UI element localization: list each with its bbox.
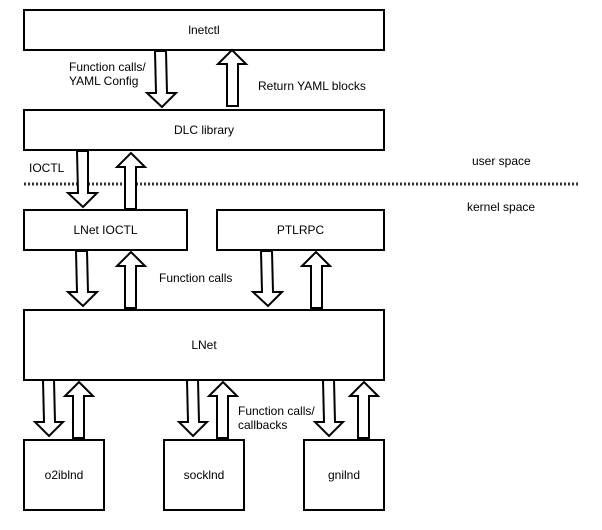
arrow-up-lnet-ioctl-to-dlc: [114, 151, 148, 210]
region-label-user-space: user space: [472, 154, 531, 168]
arrow-up-o2iblnd-to-lnet: [62, 380, 96, 439]
node-label: LNet: [191, 338, 217, 352]
node-dlc-library: DLC library: [23, 109, 385, 151]
node-o2iblnd: o2iblnd: [23, 439, 105, 511]
arrow-down-lnet-to-socklnd: [176, 379, 210, 438]
edge-label-function-calls-yaml-line2: YAML Config: [69, 74, 138, 88]
edge-label-function-calls-yaml-line1: Function calls/: [69, 60, 146, 74]
arrow-up-lnet-to-lnet-ioctl: [114, 250, 148, 309]
arrow-down-dlc-to-lnet-ioctl: [65, 150, 100, 209]
node-lnet-ioctl: LNet IOCTL: [23, 209, 188, 251]
node-ptlrpc: PTLRPC: [216, 209, 385, 251]
edge-label-ioctl: IOCTL: [29, 161, 65, 175]
node-lnetctl: lnetctl: [23, 9, 385, 51]
arrow-down-lnetctl-to-dlc: [144, 50, 179, 109]
node-socklnd: socklnd: [163, 439, 245, 511]
arrow-down-lnet-ioctl-to-lnet: [65, 250, 100, 308]
node-label: LNet IOCTL: [73, 223, 137, 237]
node-label: DLC library: [174, 123, 234, 137]
node-label: socklnd: [184, 468, 225, 482]
edge-label-function-calls-callbacks-line2: callbacks: [238, 418, 287, 432]
arrow-up-dlc-to-lnetctl: [215, 48, 249, 107]
arrow-down-lnet-to-o2iblnd: [32, 379, 66, 438]
node-gnilnd: gnilnd: [303, 439, 385, 511]
node-label: gnilnd: [328, 468, 360, 482]
node-label: lnetctl: [188, 23, 219, 37]
node-label: PTLRPC: [277, 223, 325, 237]
region-label-kernel-space: kernel space: [467, 200, 535, 214]
arrow-up-socklnd-to-lnet: [206, 380, 240, 439]
edge-label-function-calls: Function calls: [159, 271, 232, 285]
node-lnet: LNet: [23, 309, 385, 381]
arrow-up-lnet-to-ptlrpc: [299, 250, 333, 309]
node-label: o2iblnd: [45, 468, 84, 482]
edge-label-return-yaml: Return YAML blocks: [258, 79, 366, 93]
arrow-down-lnet-to-gnilnd: [312, 379, 346, 438]
arrow-up-gnilnd-to-lnet: [347, 380, 381, 439]
edge-label-function-calls-callbacks-line1: Function calls/: [238, 404, 315, 418]
arrow-down-ptlrpc-to-lnet: [250, 250, 285, 308]
